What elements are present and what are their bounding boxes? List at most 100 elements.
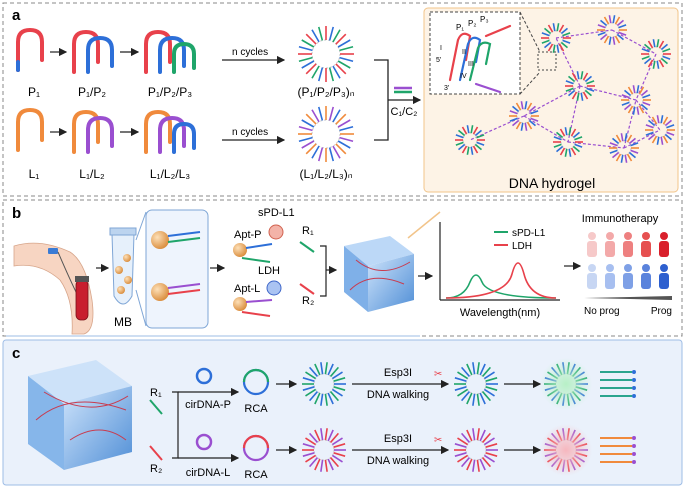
gel-node bbox=[455, 125, 485, 155]
bead-l-probe bbox=[151, 283, 201, 301]
l-ring-strand bbox=[332, 145, 341, 159]
rca-ring-strand bbox=[460, 366, 471, 377]
rca-ring-strand bbox=[329, 432, 340, 443]
gel-node-strand bbox=[612, 36, 616, 45]
gel-node-strand bbox=[586, 87, 595, 92]
gel-node-strand bbox=[570, 128, 577, 137]
rca-ring-strand bbox=[457, 388, 469, 397]
gel-node-strand bbox=[576, 71, 580, 80]
red-fluorescence-glow bbox=[540, 424, 592, 476]
rca-ring-strand bbox=[472, 459, 476, 472]
gel-node-strand bbox=[662, 116, 669, 125]
rca-ring-strand bbox=[327, 458, 334, 471]
gel-node-strand bbox=[636, 106, 640, 115]
crosslink-bridge bbox=[555, 29, 613, 39]
gel-node-strand bbox=[651, 135, 658, 144]
gel-node-strand bbox=[571, 72, 578, 81]
gel-node bbox=[565, 71, 595, 101]
rca-ring-strand bbox=[457, 371, 469, 380]
gel-node-strand bbox=[664, 119, 673, 127]
rca-ring-strand bbox=[324, 362, 328, 375]
p-cycles-label: n cycles bbox=[232, 47, 268, 58]
gel-node-strand bbox=[627, 86, 634, 95]
rca-ring-strand bbox=[331, 454, 343, 463]
person-head bbox=[606, 232, 614, 240]
gel-node-strand bbox=[555, 145, 564, 153]
rca-ring-strand bbox=[460, 391, 471, 402]
l-polymer-ring bbox=[298, 106, 354, 162]
green-fluorescence-glow bbox=[540, 358, 592, 410]
gel-node-strand bbox=[553, 143, 562, 148]
rca-ring-strand bbox=[314, 363, 321, 376]
rca-ring-strand bbox=[476, 428, 480, 441]
gel-node-strand bbox=[455, 134, 464, 139]
gel-node-strand bbox=[470, 125, 474, 134]
person-icon bbox=[587, 232, 597, 257]
rca-ring-strand bbox=[314, 392, 321, 405]
apt-l-complex bbox=[233, 297, 273, 317]
l-ring-strand bbox=[311, 109, 320, 123]
cirdna-l-label: cirDNA-L bbox=[186, 467, 231, 479]
l1l2l3-complex bbox=[144, 109, 196, 154]
zoom-region bbox=[537, 51, 557, 71]
r1-label: R₁ bbox=[302, 225, 314, 237]
rca-ring-strand bbox=[314, 458, 321, 471]
rca-ring-strand bbox=[327, 429, 334, 442]
probe-fluorophore bbox=[632, 370, 636, 374]
crosslink-bridge bbox=[567, 141, 625, 149]
rca-ring-strand bbox=[333, 377, 346, 382]
gel-node-strand bbox=[530, 110, 539, 115]
gel-node-strand bbox=[582, 72, 589, 81]
gel-node-strand bbox=[662, 135, 669, 144]
probe-fluorophore bbox=[632, 452, 636, 456]
rca-ring-strand bbox=[485, 443, 498, 448]
l1-hairpin bbox=[16, 107, 44, 152]
crosslink-bridge bbox=[555, 37, 581, 87]
gel-node-strand bbox=[552, 23, 556, 32]
gel-node-strand bbox=[658, 59, 665, 68]
gel-node-strand bbox=[524, 101, 528, 110]
rca-ring-strand bbox=[327, 392, 334, 405]
l-ring-strand bbox=[328, 147, 335, 162]
inset-junction-detail bbox=[448, 24, 512, 94]
rca-ring-strand bbox=[481, 391, 492, 402]
gel-node-strand bbox=[584, 75, 593, 83]
gel-node-strand bbox=[645, 131, 654, 136]
gel-node-strand bbox=[562, 39, 571, 44]
bead-zoom-box bbox=[145, 209, 209, 329]
walking-p-label: DNA walking bbox=[367, 389, 429, 401]
gel-node-strand bbox=[660, 115, 664, 124]
p-ring-strand bbox=[337, 60, 351, 69]
gel-node-strand bbox=[642, 101, 651, 106]
rca-ring-strand bbox=[302, 377, 315, 382]
gel-node-strand bbox=[526, 102, 533, 111]
gel-node-strand bbox=[564, 148, 568, 157]
panel-c-letter: c bbox=[12, 345, 20, 362]
person-icon bbox=[605, 264, 615, 289]
panel-a: a n cycles P₁ P₁/P₂ P₁/P₂/P₃ (P₁/P₂/P₃)ₙ bbox=[2, 2, 683, 197]
gel-node-strand bbox=[614, 16, 621, 25]
gel-node-strand bbox=[558, 43, 565, 52]
inset-domain-i: I bbox=[440, 45, 442, 52]
inset-domain-ii: II bbox=[462, 49, 466, 56]
gel-node-strand bbox=[597, 31, 606, 36]
gel-node-strand bbox=[660, 43, 669, 51]
gel-node-strand bbox=[640, 103, 649, 111]
rca-ring-strand bbox=[485, 386, 498, 391]
label-l-polymer: (L₁/L₂/L₃)ₙ bbox=[299, 167, 352, 181]
apt-p-label: Apt-P bbox=[234, 229, 262, 241]
gel-node-strand bbox=[565, 80, 574, 85]
gel-node-strand bbox=[628, 151, 637, 159]
esp3i-l-label: Esp3I bbox=[384, 433, 412, 445]
rca-ring-strand bbox=[466, 363, 473, 376]
gel-node-strand bbox=[632, 85, 636, 94]
person-icon bbox=[641, 264, 651, 289]
l-ring-core bbox=[311, 119, 341, 149]
rca-ring-strand bbox=[324, 428, 328, 441]
gel-node-strand bbox=[612, 15, 616, 24]
person-head bbox=[642, 232, 650, 240]
p-ring-strand bbox=[298, 56, 313, 63]
l-ring-strand bbox=[337, 119, 351, 128]
gel-node-strand bbox=[580, 71, 584, 80]
